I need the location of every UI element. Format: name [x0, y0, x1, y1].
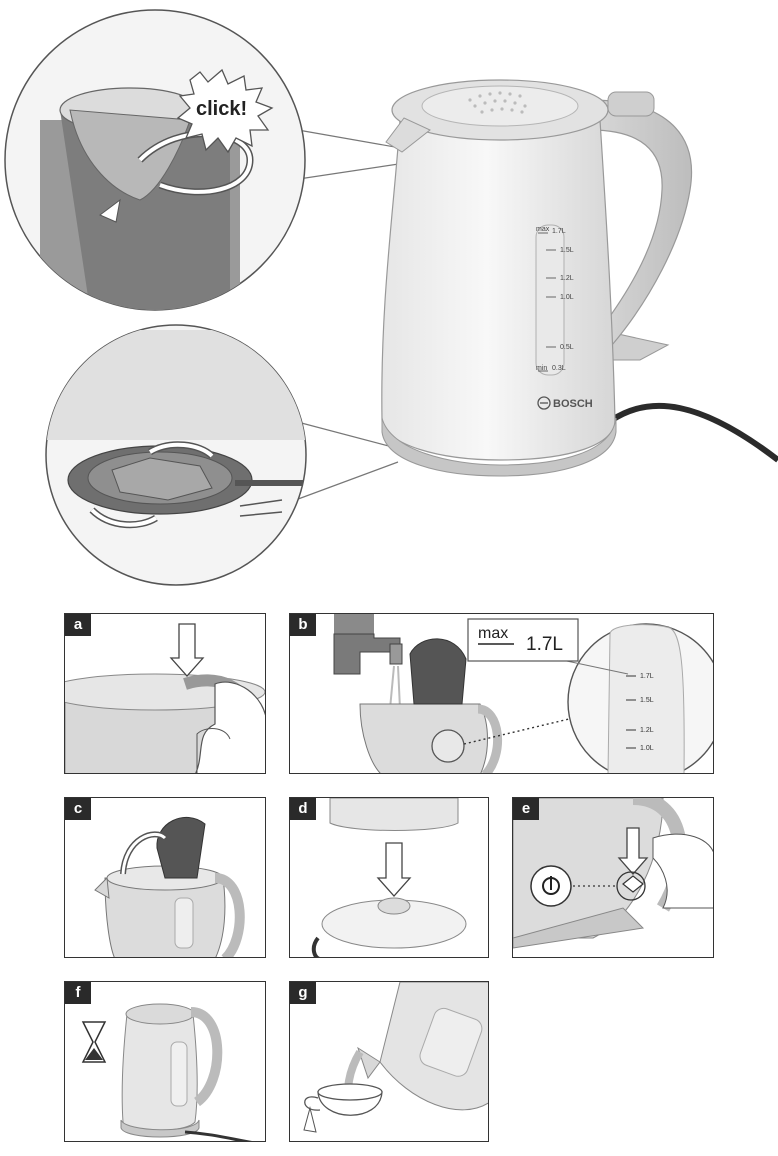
press-arrow — [617, 827, 649, 875]
top-illustration: max 1.7L 1.5L 1.2L 1.0L 0.5L min 0.3L BO… — [4, 9, 778, 586]
step-label: b — [290, 614, 316, 636]
step-panel-b: b 1.7L 1.5L 1.2L 1.0L max 1.7L — [289, 613, 714, 774]
step-label: e — [513, 798, 539, 820]
water-level-window — [535, 224, 565, 376]
lower-arrow — [376, 842, 412, 897]
max-label: max — [478, 625, 508, 642]
scale-mark: 1.7L — [552, 228, 566, 235]
max-value: 1.7L — [526, 634, 563, 655]
hourglass-icon — [81, 1021, 107, 1063]
scale-mark: 1.2L — [640, 727, 654, 734]
scale-max-label: max — [536, 226, 550, 233]
scale-mark: 1.5L — [560, 247, 574, 254]
illustration-b: 1.7L 1.5L 1.2L 1.0L max 1.7L — [333, 614, 713, 773]
scale-mark: 0.5L — [560, 344, 574, 351]
scale-mark: 1.0L — [640, 745, 654, 752]
illustration-c — [94, 816, 245, 957]
scale-mark: 1.7L — [640, 673, 654, 680]
brand-label: BOSCH — [553, 398, 593, 410]
power-cord — [610, 402, 778, 463]
scale-mark: 0.3L — [552, 365, 566, 372]
step-panel-f: f — [64, 981, 266, 1142]
step-panel-d: d — [289, 797, 489, 958]
illustration-a — [65, 623, 265, 773]
click-label: click! — [196, 98, 247, 120]
step-label: f — [65, 982, 91, 1004]
illustration-f — [81, 1003, 253, 1141]
kettle-body — [381, 119, 616, 461]
press-arrow — [169, 623, 205, 677]
lid-vent-holes — [468, 91, 527, 114]
illustration-e — [513, 798, 713, 949]
scale-mark: 1.5L — [640, 697, 654, 704]
illustration-d — [311, 798, 467, 957]
step-label: c — [65, 798, 91, 820]
step-panel-c: c — [64, 797, 266, 958]
step-panel-g: g — [289, 981, 489, 1142]
step-label: g — [290, 982, 316, 1004]
lid-button — [607, 91, 655, 117]
callout-filter — [45, 324, 307, 586]
scale-mark: 1.0L — [560, 294, 574, 301]
bosch-logo: BOSCH — [537, 396, 593, 410]
step-label: a — [65, 614, 91, 636]
kettle-spout — [385, 117, 431, 153]
step-panel-a: a — [64, 613, 266, 774]
callout-lid-lock: click! — [4, 9, 306, 311]
water-level-scale: max 1.7L 1.5L 1.2L 1.0L 0.5L min 0.3L — [536, 226, 574, 372]
scale-min-label: min — [536, 365, 547, 372]
illustration-g — [303, 982, 488, 1133]
step-panel-e: e — [512, 797, 714, 958]
click-burst: click! — [176, 68, 274, 154]
step-label: d — [290, 798, 316, 820]
scale-mark: 1.2L — [560, 275, 574, 282]
